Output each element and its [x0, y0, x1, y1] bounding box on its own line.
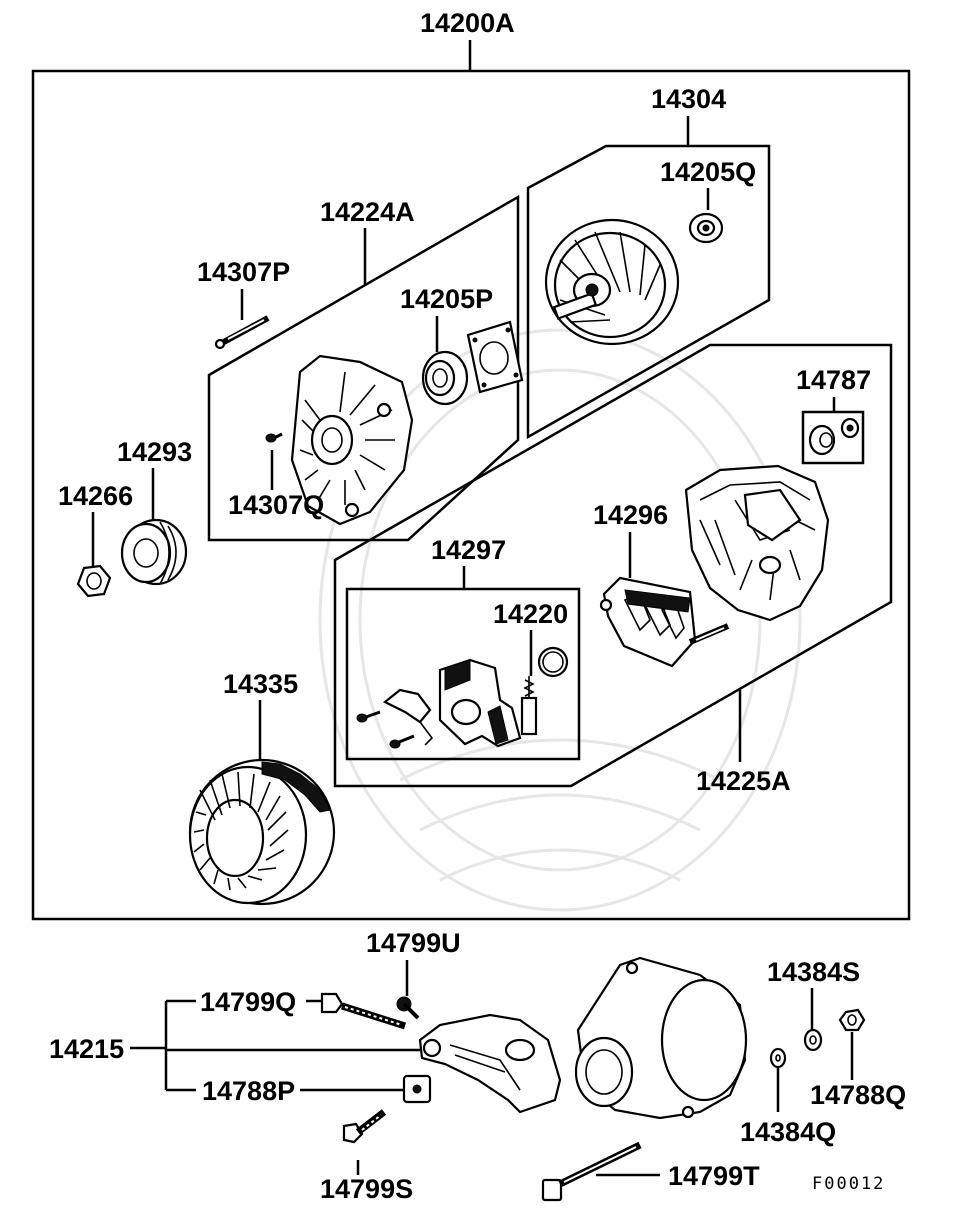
- spacer-icon: [402, 1074, 432, 1104]
- bolt-u-icon: [396, 996, 420, 1020]
- rear-bracket-group-box: [333, 343, 893, 788]
- nut-q-icon: [838, 1008, 866, 1032]
- front-bracket-group-box: [207, 194, 520, 542]
- rotor-group-box: [526, 144, 771, 440]
- label-bolt-long: 14307P: [197, 257, 290, 287]
- pulley-nut-icon: [76, 564, 112, 598]
- label-rotor-assy: 14304: [651, 84, 726, 114]
- label-bolt-u: 14799U: [366, 928, 461, 958]
- label-pulley-nut: 14266: [58, 481, 133, 511]
- rectifier-icon: [599, 576, 730, 668]
- regulator-box: [345, 587, 581, 761]
- label-assembly: 14200A: [420, 8, 515, 38]
- front-bracket-icon: [290, 354, 414, 526]
- label-nut-terminal: 14787: [796, 365, 871, 395]
- label-rear-bracket-assy: 14225A: [696, 766, 791, 796]
- bolt-s-icon: [342, 1109, 387, 1144]
- seal-ring-icon: [537, 646, 569, 678]
- screw-icon: [265, 432, 283, 443]
- label-front-bracket-assy: 14224A: [320, 197, 415, 227]
- label-bracket-assy: 14215: [49, 1034, 124, 1064]
- label-bearing-front: 14205P: [400, 284, 493, 314]
- regulator-screw-icon: [356, 710, 415, 749]
- regulator-icon: [382, 658, 522, 748]
- rear-bracket-icon: [684, 464, 830, 622]
- stator-icon: [188, 758, 336, 906]
- retainer-plate-icon: [466, 320, 524, 394]
- brush-icon: [520, 676, 538, 736]
- pulley-icon: [120, 518, 188, 586]
- label-rectifier: 14296: [593, 500, 668, 530]
- label-washer-q: 14384Q: [740, 1117, 836, 1147]
- watermark: [318, 328, 802, 912]
- label-bearing-rear: 14205Q: [660, 157, 756, 187]
- alternator-icon: [574, 956, 748, 1120]
- label-brush: 14220: [493, 599, 568, 629]
- label-bolt-s: 14799S: [320, 1174, 413, 1204]
- rotor-icon: [544, 218, 680, 346]
- bearing-rear-icon: [688, 212, 724, 244]
- long-bolt-icon: [214, 315, 270, 350]
- bolt-q-icon: [320, 992, 407, 1030]
- label-stator: 14335: [223, 669, 298, 699]
- label-nut-q: 14788Q: [810, 1080, 906, 1110]
- bolt-t-icon: [541, 1141, 642, 1202]
- figure-code: F00012: [812, 1174, 885, 1194]
- label-washer-s: 14384S: [767, 957, 860, 987]
- label-spacer: 14788P: [202, 1076, 295, 1106]
- label-bolt-q: 14799Q: [200, 987, 296, 1017]
- terminal-nut-icon: [808, 417, 860, 456]
- label-pulley: 14293: [117, 437, 192, 467]
- terminal-nut-box: [801, 410, 865, 465]
- label-screw: 14307Q: [228, 490, 324, 520]
- label-regulator: 14297: [431, 535, 506, 565]
- washer-s-icon: [803, 1028, 823, 1052]
- bearing-front-icon: [421, 350, 469, 406]
- mounting-bracket-icon: [418, 1013, 562, 1114]
- label-bolt-t: 14799T: [668, 1161, 760, 1191]
- washer-q-icon: [769, 1047, 787, 1069]
